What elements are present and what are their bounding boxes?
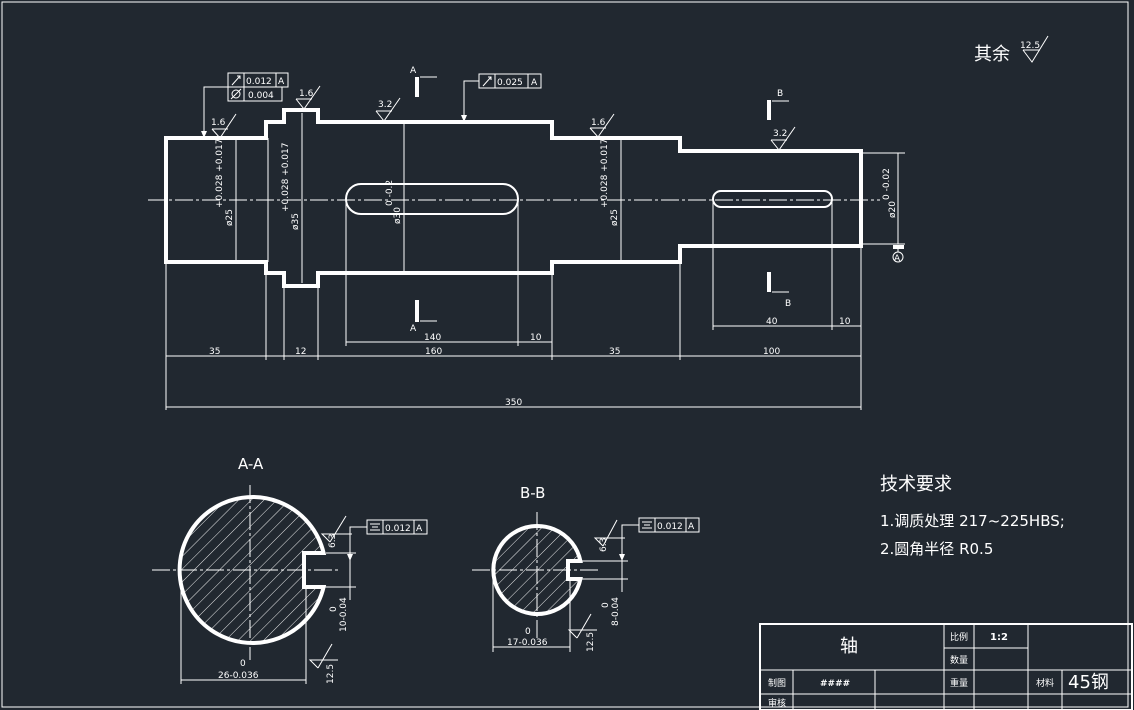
svg-text:3.2: 3.2	[378, 100, 392, 110]
rest-value: 12.5	[1020, 41, 1040, 51]
dim-10a: 10	[530, 333, 542, 343]
keyway-a	[345, 183, 519, 215]
dim-100: 100	[763, 347, 780, 357]
tolerance-frame-mid: 0.025 A	[461, 73, 542, 122]
svg-text:6.3: 6.3	[599, 538, 609, 552]
tech-title: 技术要求	[880, 474, 952, 495]
svg-text:1.6: 1.6	[211, 118, 226, 128]
datum-a-label: A	[894, 254, 901, 264]
part-name: 轴	[840, 636, 858, 657]
svg-text:6.3: 6.3	[328, 534, 338, 548]
roughness-left-journal: 1.6	[211, 113, 237, 139]
drawn-value: ####	[820, 679, 850, 689]
shaft-outline	[164, 108, 863, 288]
svg-text:8-0.04: 8-0.04	[611, 597, 621, 626]
runout-left-datum: A	[278, 77, 285, 87]
tolerance-frame-left: 0.012 A 0.004	[201, 72, 289, 138]
svg-text:0: 0	[525, 627, 531, 637]
section-bb: B-B 0.012 A 6.3 8-0.04 0 17-0.0	[472, 484, 700, 652]
svg-text:17-0.036: 17-0.036	[507, 638, 548, 648]
dim-140: 140	[424, 333, 441, 343]
sym-aa-datum: A	[416, 524, 423, 534]
d20-tol: 0 -0.02	[882, 168, 892, 200]
svg-text:1.6: 1.6	[591, 118, 606, 128]
d35-tol: +0.028 +0.017	[281, 143, 291, 212]
weight-label: 重量	[950, 677, 968, 689]
d35-base: ø35	[291, 213, 301, 230]
drawn-label: 制图	[768, 677, 786, 689]
cut-b-top: B	[777, 89, 783, 99]
tech-requirements: 技术要求 1.调质处理 217~225HBS; 2.圆角半径 R0.5	[880, 474, 1065, 558]
dim-350: 350	[505, 398, 522, 408]
d30-tol: 0 -0.2	[385, 180, 395, 206]
runout-mid-datum: A	[531, 78, 538, 88]
d25-right-base: ø25	[610, 209, 620, 226]
svg-text:0: 0	[240, 659, 246, 669]
svg-text:12.5: 12.5	[586, 632, 596, 652]
datum-a-circle	[892, 251, 904, 263]
dim-12: 12	[295, 347, 306, 357]
section-aa: A-A 0.012 A 6.3 10-0.04 0 26-0.	[152, 455, 428, 684]
dim-10b: 10	[839, 317, 851, 327]
dim-35a: 35	[209, 347, 220, 357]
d25-left-base: ø25	[225, 209, 235, 226]
svg-text:10-0.04: 10-0.04	[339, 597, 349, 632]
runout-left-value: 0.012	[246, 77, 272, 87]
material-label: 材料	[1036, 677, 1054, 689]
dim-40: 40	[766, 317, 778, 327]
roughness-right-journal: 1.6	[589, 113, 615, 138]
rest-roughness-note: 其余 12.5	[974, 35, 1049, 65]
sym-aa-value: 0.012	[385, 524, 411, 534]
d30-base: ø30	[393, 207, 403, 224]
roughness-mid-section: 3.2	[375, 97, 401, 122]
quantity-label: 数量	[950, 654, 968, 666]
cut-a-bottom: A	[410, 324, 417, 334]
dim-35b: 35	[609, 347, 620, 357]
section-aa-shape	[177, 495, 327, 645]
tech-item-2: 2.圆角半径 R0.5	[880, 540, 993, 558]
section-aa-label: A-A	[238, 455, 264, 473]
svg-text:1.6: 1.6	[299, 89, 314, 99]
rest-roughness-symbol	[1022, 35, 1049, 63]
cut-a-top: A	[410, 66, 417, 76]
rest-label: 其余	[974, 44, 1010, 65]
svg-text:26-0.036: 26-0.036	[218, 671, 259, 681]
roughness-shoulder: 1.6	[295, 85, 321, 110]
svg-text:3.2: 3.2	[773, 129, 787, 139]
d25-left-tol: +0.028 +0.017	[215, 139, 225, 208]
material-value: 45钢	[1068, 672, 1109, 693]
sym-bb-datum: A	[688, 522, 695, 532]
title-block: 轴 比例 1:2 数量 制图 #### 审核 重量 材料 45钢	[759, 623, 1133, 710]
shaft-main-view: A A B B ø25 +0.028 +0.017 ø35 +0.028 +0.…	[148, 66, 905, 410]
svg-text:0: 0	[329, 606, 339, 612]
svg-text:12.5: 12.5	[326, 664, 336, 684]
keyway-b	[712, 190, 833, 208]
d25-right-tol: +0.028 +0.017	[600, 139, 610, 208]
runout-mid-value: 0.025	[497, 78, 523, 88]
cylindricity-left-value: 0.004	[248, 91, 274, 101]
checked-label: 审核	[768, 697, 786, 709]
scale-value: 1:2	[990, 632, 1008, 643]
dim-160: 160	[425, 347, 442, 357]
sym-bb-value: 0.012	[657, 522, 683, 532]
roughness-end-section: 3.2	[770, 126, 796, 151]
cut-b-bottom: B	[785, 299, 791, 309]
tech-item-1: 1.调质处理 217~225HBS;	[880, 512, 1065, 530]
scale-label: 比例	[950, 631, 968, 643]
d20-base: ø20	[888, 201, 898, 218]
svg-text:0: 0	[601, 602, 611, 608]
section-bb-label: B-B	[520, 484, 545, 502]
